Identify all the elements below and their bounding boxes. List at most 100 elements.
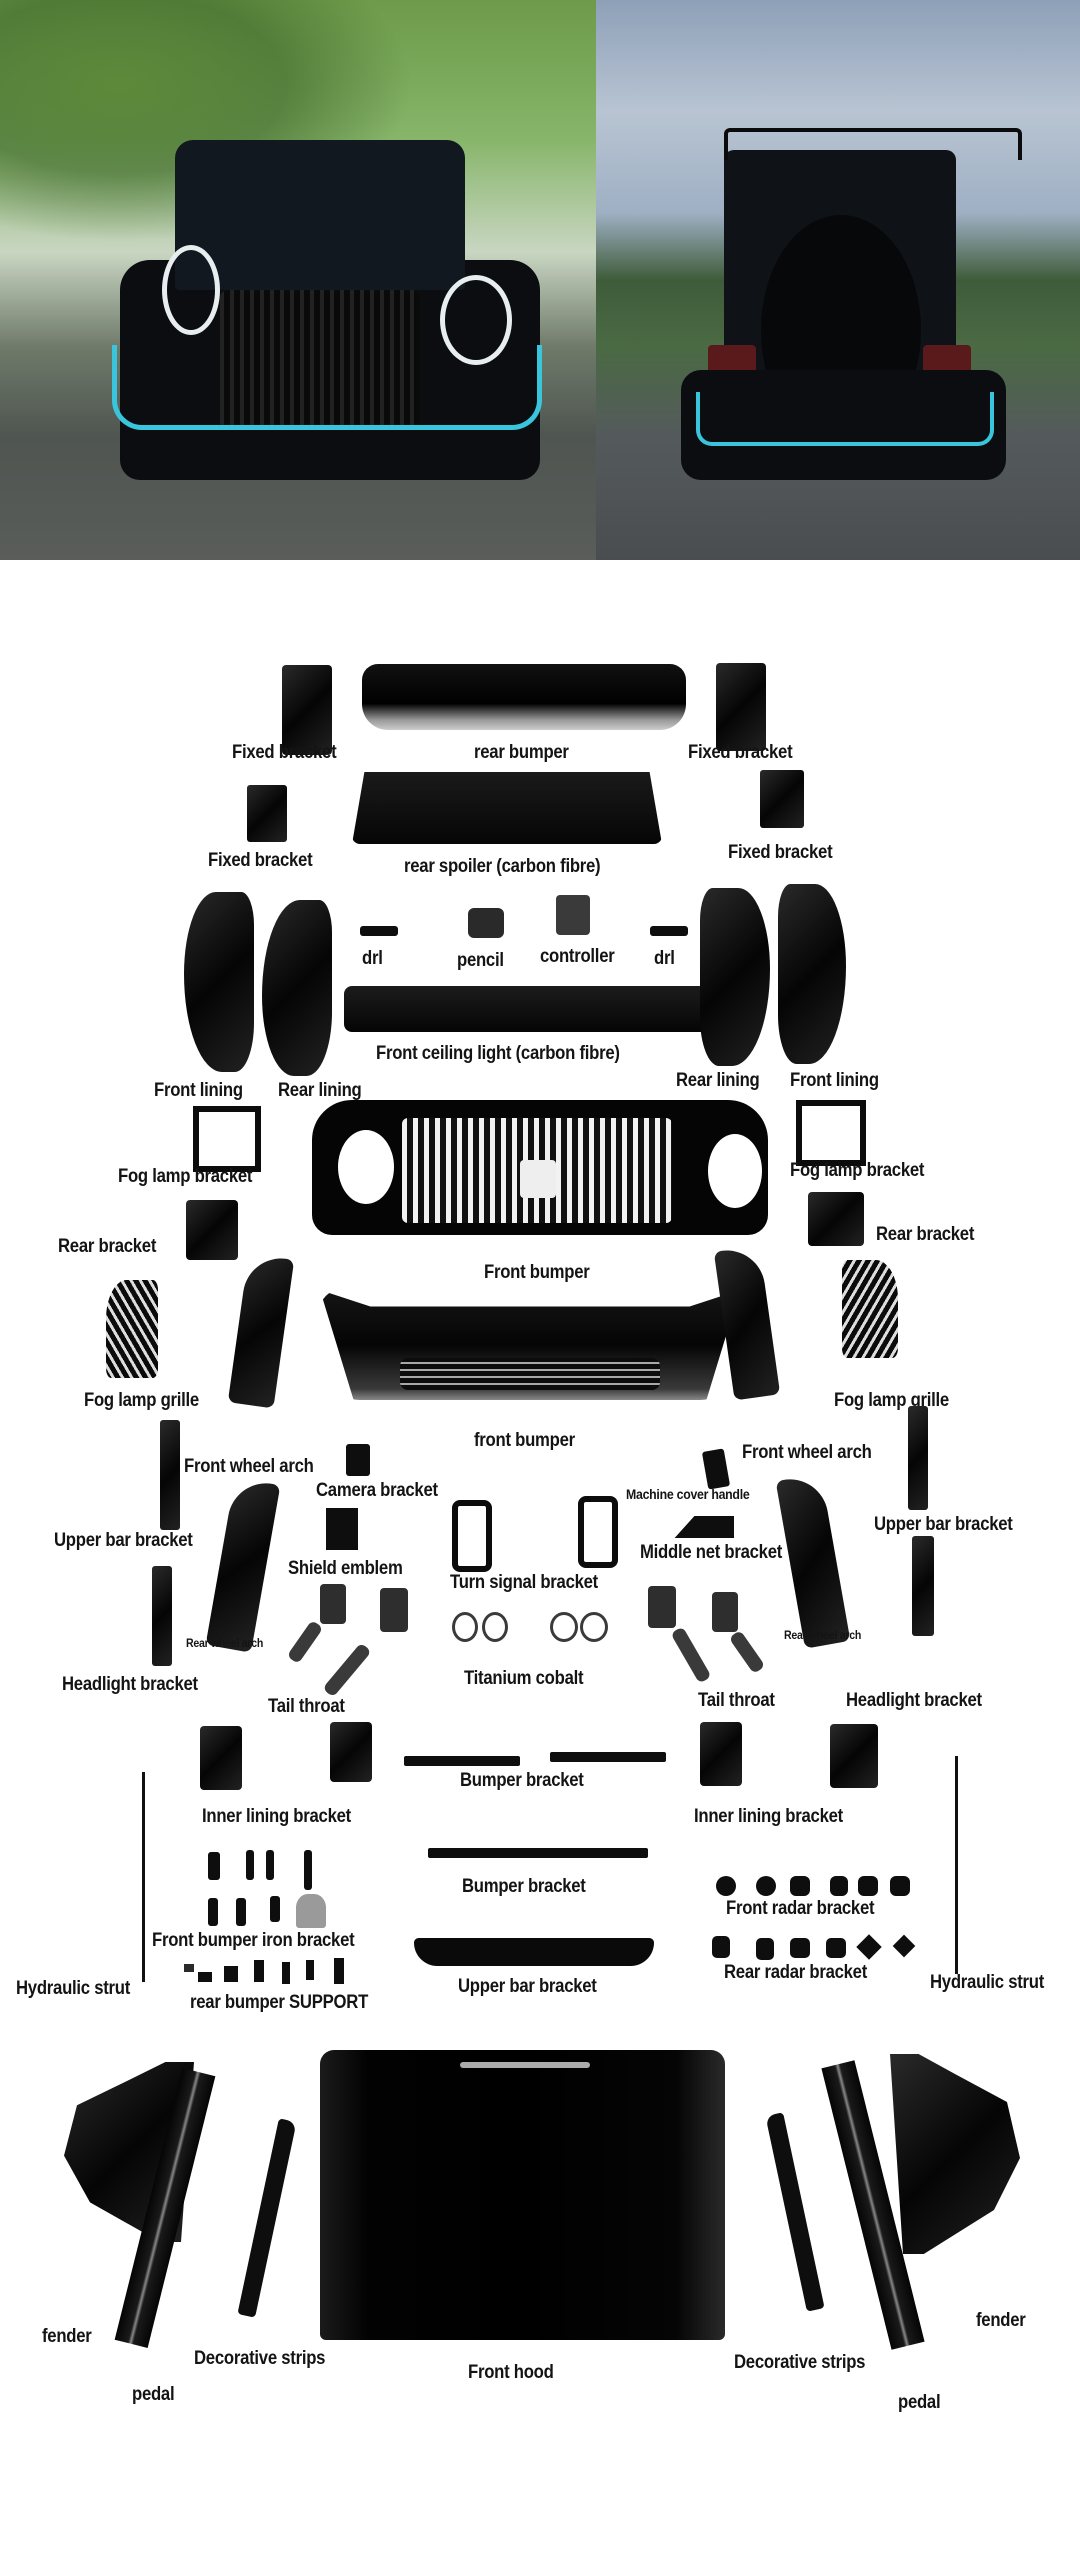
teal-bumper-trim — [112, 345, 542, 430]
fixed-bracket-part — [716, 663, 766, 751]
drl-part — [650, 926, 688, 936]
machine-cover-handle-part — [701, 1448, 731, 1490]
label-machine-cover-handle: Machine cover handle — [626, 1486, 750, 1502]
roof-rack — [724, 128, 1022, 160]
label-fog-lamp-bracket: Fog lamp bracket — [790, 1160, 925, 1181]
inner-lining-bracket-part — [200, 1726, 242, 1790]
radar-bracket-part — [756, 1876, 776, 1896]
label-fixed-bracket: Fixed bracket — [232, 742, 337, 763]
support-part — [334, 1958, 344, 1984]
label-camera-bracket: Camera bracket — [316, 1480, 438, 1501]
headlight-ring-left — [338, 1130, 394, 1204]
label-upper-bar-bracket: Upper bar bracket — [54, 1530, 193, 1551]
support-part — [282, 1962, 290, 1984]
upper-bar-bracket-part — [908, 1406, 928, 1510]
label-front-lining: Front lining — [790, 1070, 879, 1091]
headlight-bracket-part — [912, 1536, 934, 1636]
radar-bracket-part — [712, 1936, 730, 1958]
label-fixed-bracket: Fixed bracket — [208, 850, 313, 871]
hood-trim-bar — [460, 2062, 590, 2068]
label-fog-lamp-bracket: Fog lamp bracket — [118, 1166, 253, 1187]
inner-lining-bracket-part — [830, 1724, 878, 1788]
fog-lamp-grille-part — [842, 1260, 898, 1358]
label-rear-lining: Rear lining — [278, 1080, 362, 1101]
label-drl: drl — [654, 948, 675, 969]
rear-bracket-part — [186, 1200, 238, 1260]
tail-throat-pipe — [670, 1626, 712, 1684]
tail-light-left — [708, 345, 756, 373]
radar-bracket-part — [826, 1938, 846, 1958]
fog-lamp-bracket-part — [193, 1106, 261, 1172]
label-fender: fender — [42, 2326, 92, 2347]
label-front-lining: Front lining — [154, 1080, 243, 1101]
label-headlight-bracket: Headlight bracket — [62, 1674, 198, 1695]
label-pedal: pedal — [898, 2392, 941, 2413]
label-inner-lining-bracket: Inner lining bracket — [202, 1806, 351, 1827]
fixed-bracket-part — [247, 785, 287, 842]
hydraulic-strut-part — [955, 1756, 958, 1974]
radar-bracket-part — [892, 1934, 916, 1958]
label-decorative-strips: Decorative strips — [734, 2352, 866, 2373]
tail-throat-tip — [712, 1592, 738, 1632]
vehicle-windshield — [175, 140, 465, 290]
support-part — [198, 1972, 212, 1982]
label-fixed-bracket: Fixed bracket — [688, 742, 793, 763]
rear-bumper-part — [362, 664, 686, 730]
tail-throat-tip — [648, 1586, 676, 1628]
fender-part — [890, 2054, 1020, 2254]
label-titanium-cobalt: Titanium cobalt — [464, 1668, 584, 1689]
support-part — [224, 1966, 238, 1982]
label-front-bumper: Front bumper — [484, 1262, 590, 1283]
drl-part — [360, 926, 398, 936]
upper-bar-bracket-center-part — [414, 1938, 654, 1966]
bumper-bracket-part — [404, 1756, 520, 1766]
tail-throat-tip — [320, 1584, 346, 1624]
label-rear-bumper: rear bumper — [474, 742, 569, 763]
label-rear-bracket: Rear bracket — [58, 1236, 157, 1257]
front-hood-part — [320, 2050, 725, 2340]
label-front-wheel-arch: Front wheel arch — [184, 1456, 314, 1477]
iron-bracket-part — [266, 1850, 274, 1880]
pencil-part — [468, 908, 504, 938]
label-drl: drl — [362, 948, 383, 969]
rear-wheel-arch-part — [775, 1473, 851, 1649]
label-upper-bar-bracket: Upper bar bracket — [874, 1514, 1013, 1535]
controller-part — [556, 895, 590, 935]
iron-bracket-part — [208, 1852, 220, 1880]
tail-throat-pipe — [286, 1619, 324, 1665]
label-inner-lining-bracket: Inner lining bracket — [694, 1806, 843, 1827]
label-pedal: pedal — [132, 2384, 175, 2405]
hydraulic-strut-part — [142, 1772, 145, 1982]
upper-bar-bracket-part — [160, 1420, 180, 1530]
iron-bracket-part — [270, 1896, 280, 1922]
label-bumper-bracket: Bumper bracket — [462, 1876, 586, 1897]
radar-bracket-part — [856, 1934, 882, 1960]
rear-view-photo — [596, 0, 1080, 560]
rear-bracket-part — [808, 1192, 864, 1246]
grille-emblem-window — [520, 1160, 556, 1198]
label-rear-bracket: Rear bracket — [876, 1224, 975, 1245]
vehicle-rear-bumper — [681, 370, 1006, 480]
label-rear-spoiler: rear spoiler (carbon fibre) — [404, 856, 601, 877]
fixed-bracket-part — [760, 770, 804, 828]
label-rear-lining: Rear lining — [676, 1070, 760, 1091]
hardware-bag — [296, 1894, 326, 1928]
label-decorative-strips: Decorative strips — [194, 2348, 326, 2369]
label-controller: controller — [540, 946, 615, 967]
label-hydraulic-strut: Hydraulic strut — [930, 1972, 1045, 1993]
label-tail-throat: Tail throat — [698, 1690, 775, 1711]
front-ceiling-light-part — [344, 986, 714, 1032]
label-front-radar-bracket: Front radar bracket — [726, 1898, 875, 1919]
label-hydraulic-strut: Hydraulic strut — [16, 1978, 131, 1999]
fixed-bracket-part — [282, 665, 332, 755]
label-fender: fender — [976, 2310, 1026, 2331]
middle-net-bracket-part — [674, 1516, 734, 1538]
rear-spoiler-part — [352, 772, 662, 844]
exhaust-clamp — [482, 1612, 508, 1642]
radar-bracket-part — [756, 1938, 774, 1960]
label-middle-net-bracket: Middle net bracket — [640, 1542, 783, 1563]
support-part — [306, 1960, 314, 1980]
label-front-hood: Front hood — [468, 2362, 554, 2383]
headlight-ring-right — [708, 1134, 762, 1208]
label-rear-radar-bracket: Rear radar bracket — [724, 1962, 868, 1983]
